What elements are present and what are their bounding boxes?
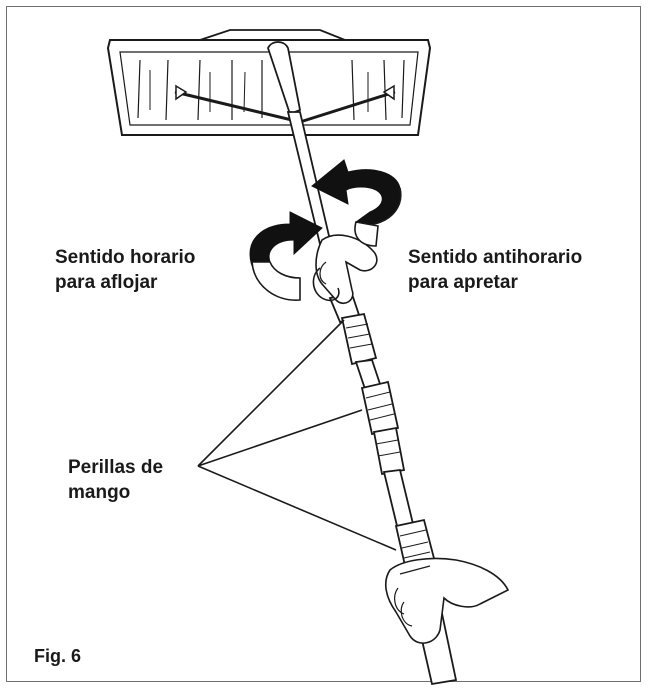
clockwise-arrow-icon — [249, 211, 323, 301]
brush-head — [106, 29, 432, 136]
counterclockwise-arrow-icon — [311, 159, 402, 247]
counterclockwise-label: Sentido antihorario para apretar — [408, 245, 582, 295]
counterclockwise-label-line2: para apretar — [408, 272, 518, 293]
clockwise-label: Sentido horario para aflojar — [55, 245, 195, 295]
handle-knobs-label: Perillas de mango — [68, 455, 163, 505]
knob-leader-lines — [197, 319, 397, 551]
figure-border — [6, 6, 641, 682]
hand-lower — [384, 557, 510, 644]
handle-knobs-label-line2: mango — [68, 482, 131, 503]
clockwise-label-line2: para aflojar — [55, 272, 158, 293]
figure-caption: Fig. 6 — [34, 646, 82, 666]
handle-knobs-label-line1: Perillas de — [68, 457, 164, 478]
clockwise-label-line1: Sentido horario — [55, 247, 196, 268]
counterclockwise-label-line1: Sentido antihorario — [408, 247, 583, 268]
